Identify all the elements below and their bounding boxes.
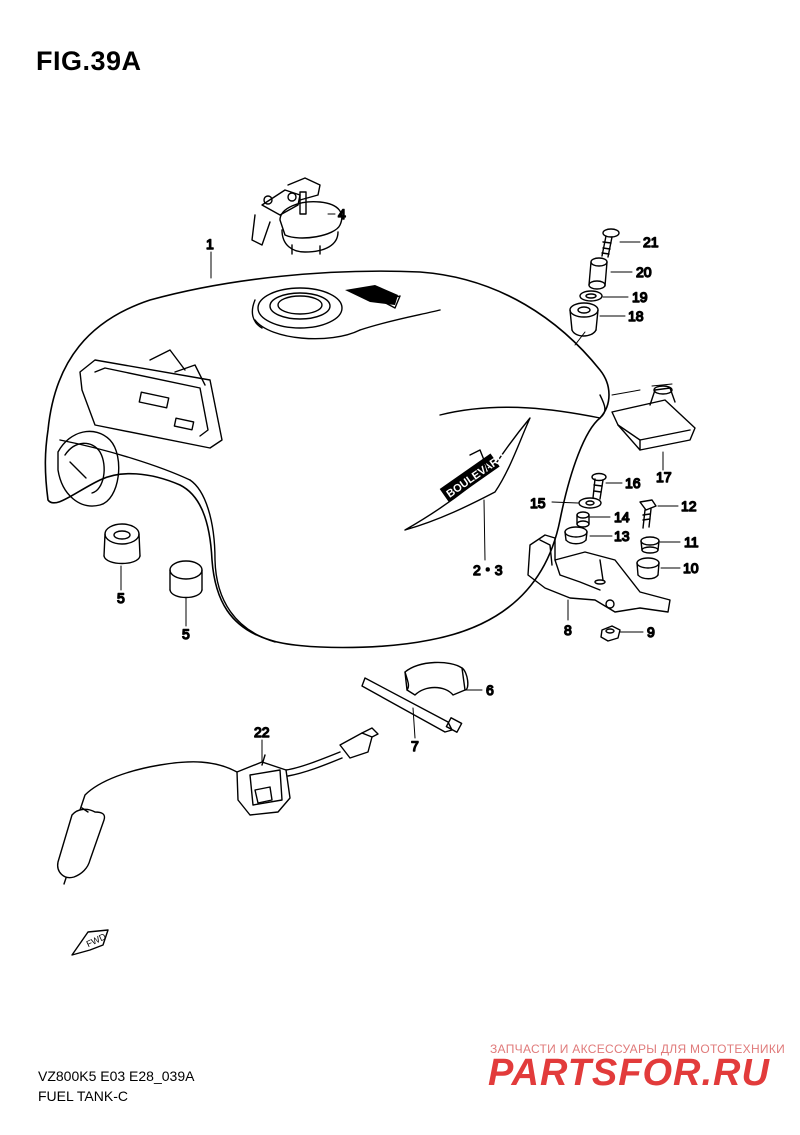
callout-21: 21 [643,234,659,250]
callout-9: 9 [647,624,655,640]
bolt-12 [639,499,657,529]
fwd-label: FWD [85,931,108,949]
callout-5b: 5 [182,626,190,642]
collar-14 [576,511,590,528]
pad-6 [404,661,469,696]
cushion-10 [636,557,660,580]
callout-5a: 5 [117,590,125,606]
cushion-18 [569,302,599,337]
callout-12: 12 [681,498,697,514]
callout-22: 22 [254,724,270,740]
callout-1: 1 [206,236,214,252]
callout-19: 19 [632,289,648,305]
nut-9 [600,625,621,642]
washer-19 [579,290,603,302]
callout-6: 6 [486,682,494,698]
washer-15 [578,497,602,509]
bracket-8 [527,534,671,613]
leader-lines [120,213,681,763]
diagram-name: FUEL TANK-C [38,1088,128,1104]
watermark-tagline: ЗАПЧАСТИ И АКСЕССУАРЫ ДЛЯ МОТОТЕХНИКИ [490,1042,786,1056]
callout-15: 15 [530,495,546,511]
callout-17: 17 [656,469,672,485]
cushion-13 [564,526,588,545]
fwd-arrow-icon: FWD [71,929,109,956]
bolt-21 [601,228,620,258]
callout-20: 20 [636,264,652,280]
cable-tie-7 [361,677,463,733]
fuel-tank: BOULEVARD [44,270,610,649]
callout-11: 11 [684,534,699,550]
collar-20 [588,257,608,290]
cushion-5b [169,560,203,599]
callout-8: 8 [564,622,572,638]
fuel-cap [251,177,343,255]
bolt-16 [591,472,607,500]
callout-10: 10 [683,560,699,576]
nut-11 [640,536,660,554]
callout-18: 18 [628,308,644,324]
figure-title: FIG.39A [36,46,142,76]
diagram-code: VZ800K5 E03 E28_039A [38,1068,195,1084]
callout-4: 4 [338,206,346,222]
tank-badge-text: BOULEVARD [444,451,507,500]
mount-17 [611,385,696,451]
watermark-logo: PARTSFOR.RU [488,1052,770,1094]
callout-16: 16 [625,475,641,491]
fuel-level-gauge-22 [57,727,379,885]
callout-14: 14 [614,509,630,525]
callout-2-3: 2・3 [473,562,503,578]
callout-7: 7 [411,738,419,754]
cushion-5a [103,523,141,565]
callout-13: 13 [614,528,630,544]
